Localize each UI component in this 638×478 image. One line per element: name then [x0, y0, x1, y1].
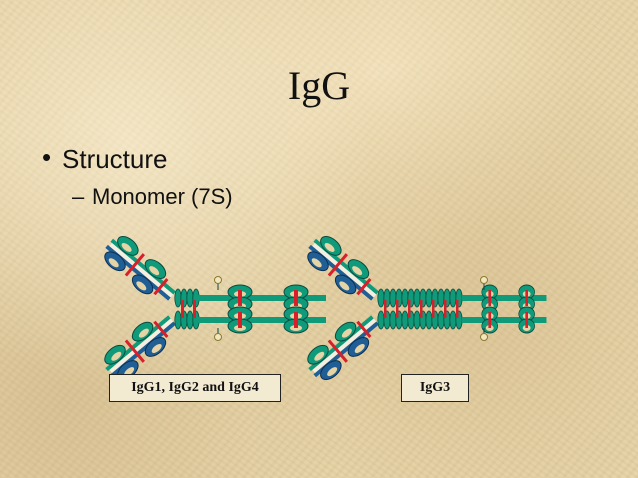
fc-region — [462, 276, 546, 341]
antibody-igg3 — [301, 230, 546, 385]
bullet-structure: • Structure — [42, 142, 168, 175]
antibody-igg1-2-4 — [98, 230, 326, 385]
slide-title: IgG — [287, 63, 351, 108]
sub-bullet-monomer: – Monomer (7S) — [72, 184, 233, 210]
bullet-text: Structure — [62, 144, 168, 174]
sub-bullet-text: Monomer (7S) — [92, 184, 233, 209]
hinge-long — [377, 288, 463, 330]
hinge-short — [174, 288, 200, 330]
fab-arm-upper — [98, 230, 183, 309]
bullet-marker: • — [42, 142, 52, 172]
label-igg1-igg2-igg4: IgG1, IgG2 and IgG4 — [109, 374, 281, 402]
fc-region — [198, 276, 326, 341]
label-igg3: IgG3 — [401, 374, 469, 402]
sub-bullet-marker: – — [72, 184, 85, 209]
